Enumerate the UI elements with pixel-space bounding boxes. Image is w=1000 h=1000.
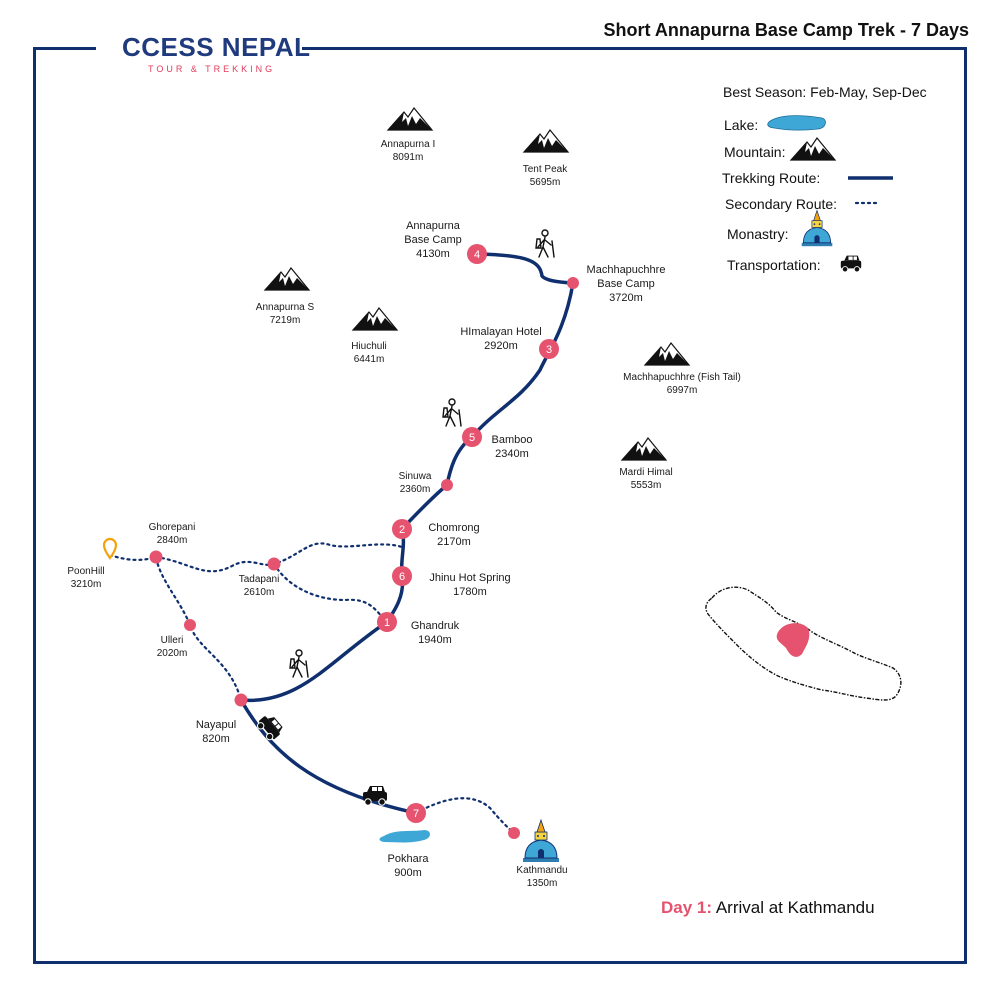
jeep-icon (254, 711, 286, 743)
day-stop-5: 5 (462, 427, 482, 447)
lake-icon (379, 830, 430, 843)
place-dot-kathmandu (508, 827, 520, 839)
place-dot-tadapani (267, 557, 281, 571)
map-title: Short Annapurna Base Camp Trek - 7 Days (603, 20, 969, 40)
day-number: 3 (546, 344, 552, 356)
poonhill-marker-icon (102, 537, 118, 560)
map-frame (33, 47, 967, 964)
day-stop-7: 7 (406, 803, 426, 823)
day-number: 2 (399, 524, 405, 536)
mountain-icon (621, 437, 667, 461)
monastery-icon (522, 819, 560, 863)
secondary-route-poonhill-nayapul (108, 553, 243, 702)
day-label: Day 1: (661, 898, 713, 917)
day-number: 5 (469, 432, 475, 444)
legend-monastery-label: Monastry: (727, 226, 789, 242)
day-number: 6 (399, 571, 405, 583)
place-dot-machhapuchhre-bc (567, 277, 579, 289)
mountain-icon (523, 129, 569, 153)
secondary-route-tadapani-ghandruk (272, 562, 389, 624)
day-text: Arrival at Kathmandu (715, 898, 875, 917)
legend-lake-icon (767, 115, 826, 131)
day-stop-6: 6 (392, 566, 412, 586)
hiker-icon (289, 649, 309, 678)
legend-secondary-route-label: Secondary Route: (725, 196, 838, 212)
legend-transport-label: Transportation: (727, 257, 821, 273)
mountain-icon (387, 107, 433, 131)
place-dot-ulleri (184, 619, 196, 631)
hiker-icon (442, 398, 462, 427)
secondary-route-pokhara-kathmandu (414, 797, 516, 835)
legend-mountain-label: Mountain: (724, 144, 786, 160)
legend-transport-icon (840, 255, 862, 273)
place-dot-nayapul (234, 693, 248, 707)
mountain-icon (644, 342, 690, 366)
brand-tagline: TOUR & TREKKING (148, 64, 276, 74)
mountain-label: Machhapuchhre (Fish Tail)6997m (623, 372, 741, 396)
place-dot-ghorepani (149, 550, 163, 564)
transport-route (239, 698, 418, 815)
day-stop-2: 2 (392, 519, 412, 539)
day-number: 7 (413, 808, 419, 820)
place-dot-sinuwa (441, 479, 453, 491)
hiker-icon (535, 229, 555, 258)
legend-season: Best Season: Feb-May, Sep-Dec (723, 84, 927, 100)
legend-monastery-icon (801, 210, 833, 247)
mountain-icon (264, 267, 310, 291)
day-description: Day 1: Arrival at Kathmandu (661, 898, 875, 918)
day-stop-4: 4 (467, 244, 487, 264)
brand-name: CCESS NEPAL (122, 32, 311, 62)
brand-logo: CCESS NEPAL TOUR & TREKKING (96, 24, 310, 80)
day-stop-3: 3 (539, 339, 559, 359)
annapurna-region-highlight (776, 623, 810, 657)
day-number: 4 (474, 249, 480, 261)
mountain-icon (352, 307, 398, 331)
day-number: 1 (384, 617, 390, 629)
legend-trekking-route-label: Trekking Route: (722, 170, 821, 186)
legend-lake-label: Lake: (724, 117, 759, 133)
legend-mountain-icon (790, 137, 836, 161)
day-stop-1: 1 (377, 612, 397, 632)
